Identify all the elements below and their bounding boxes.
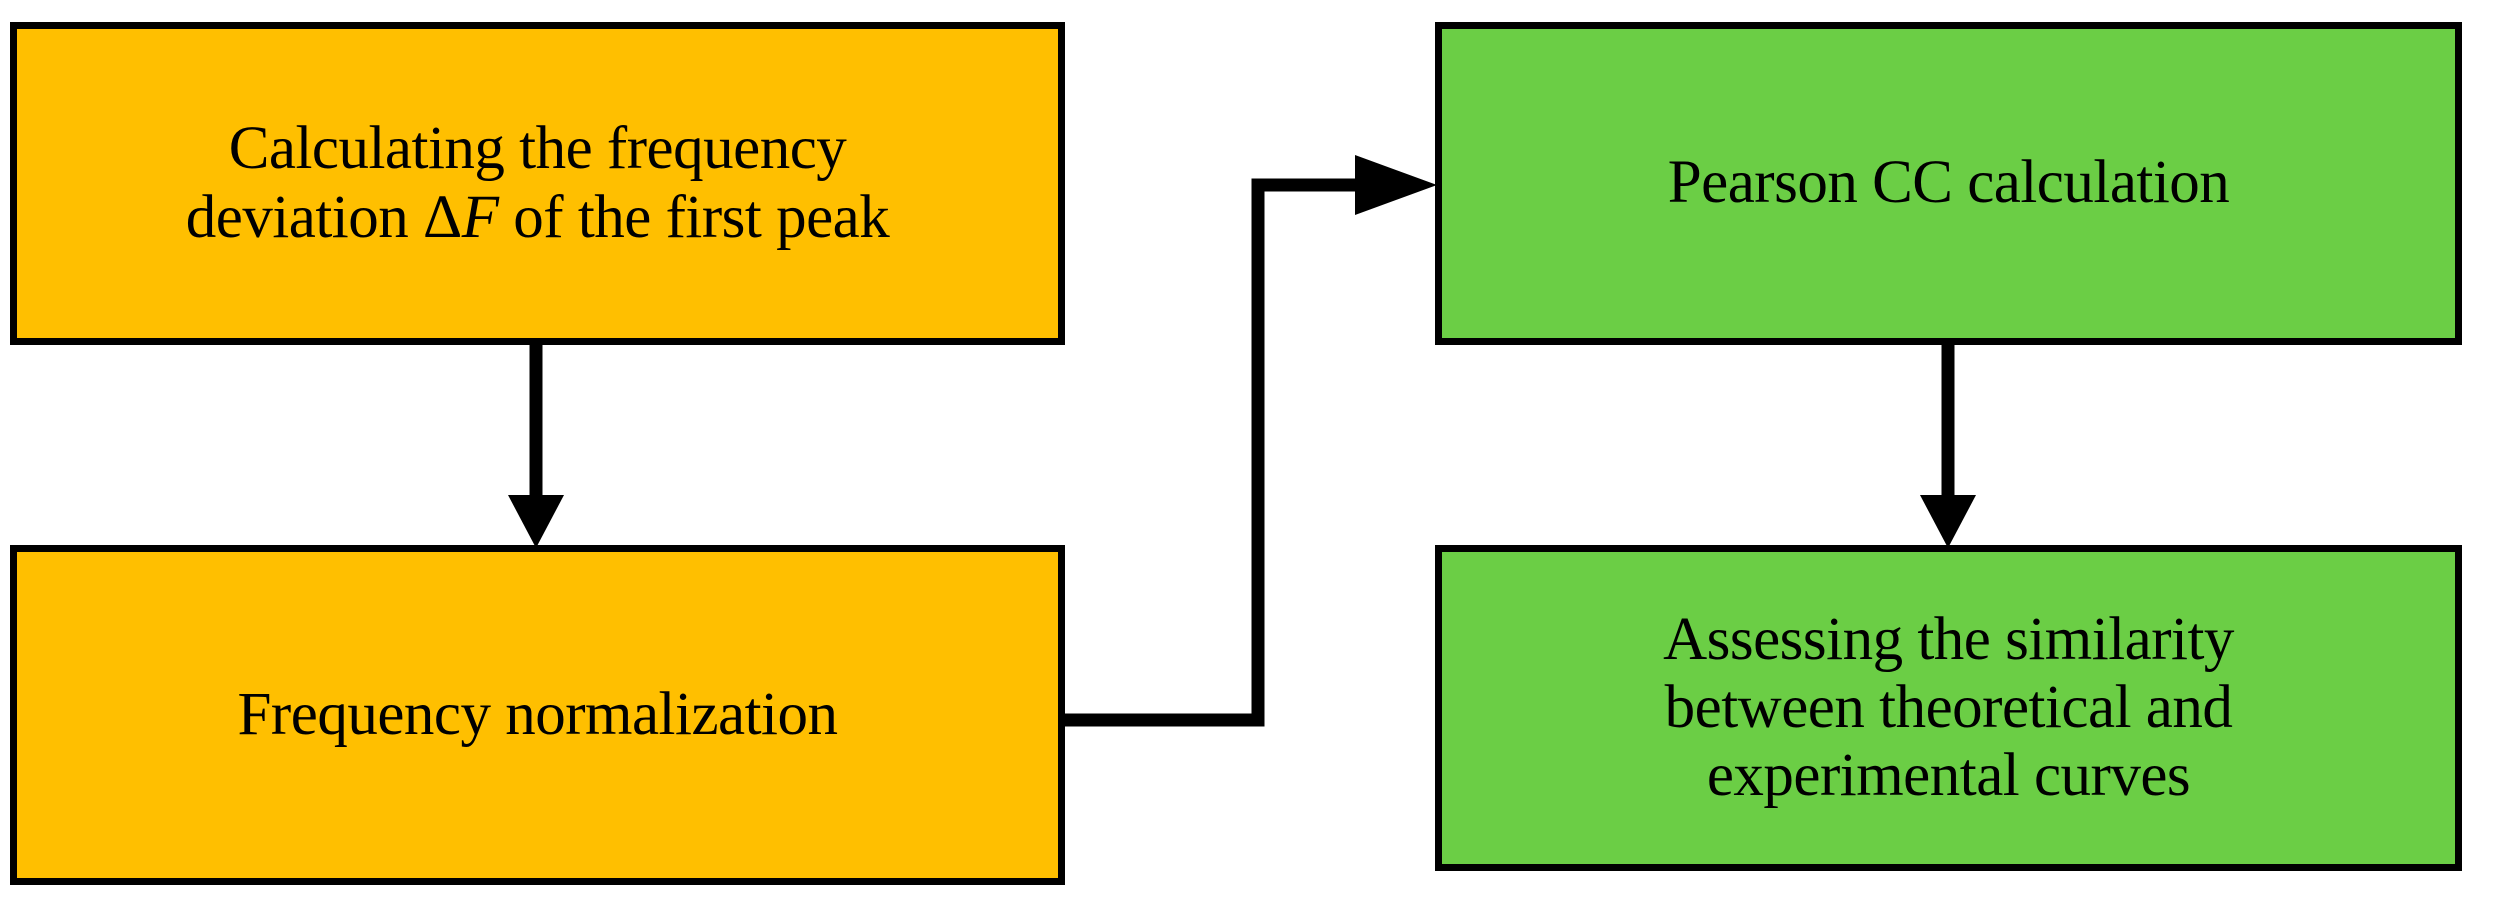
arrowhead-down-left	[508, 495, 564, 548]
node-calculating-frequency-deviation[interactable]: Calculating the frequency deviation ΔF o…	[10, 22, 1065, 345]
node-frequency-normalization[interactable]: Frequency normalization	[10, 545, 1065, 885]
node-label-line-1: Assessing the similarity	[1663, 605, 2234, 673]
arrowhead-right-to-pearson	[1355, 155, 1437, 215]
node-label: Pearson CC calculation	[1442, 149, 2455, 217]
node-label: Frequency normalization	[17, 681, 1058, 749]
edge-pearson-to-assess-arrow	[1920, 345, 1976, 548]
arrowhead-down-right	[1920, 495, 1976, 548]
edge-normalization-to-pearson-line	[1065, 178, 1360, 727]
node-label-line-2-prefix: deviation	[185, 183, 423, 251]
edge-normalization-to-pearson-arrow	[1065, 155, 1437, 727]
edge-calc-to-normalization-arrow	[508, 345, 564, 548]
node-label-line-1: Calculating the frequency	[228, 115, 847, 183]
node-pearson-cc-calculation[interactable]: Pearson CC calculation	[1435, 22, 2462, 345]
node-assessing-similarity[interactable]: Assessing the similarity between theoret…	[1435, 545, 2462, 871]
node-label-line-2: deviation ΔF of the first peak	[31, 184, 1044, 252]
node-label-line-2: between theoretical and	[1664, 673, 2233, 741]
node-label-line-1: Frequency normalization	[237, 680, 839, 748]
node-label-line-3: experimental curves	[1706, 742, 2191, 810]
node-label-line-1: Pearson CC calculation	[1667, 149, 2230, 217]
delta-symbol: Δ	[423, 183, 462, 251]
node-label: Assessing the similarity between theoret…	[1442, 606, 2455, 811]
variable-f: F	[461, 183, 499, 251]
node-label-line-2-suffix: of the first peak	[498, 183, 890, 251]
node-label: Calculating the frequency deviation ΔF o…	[17, 115, 1058, 252]
